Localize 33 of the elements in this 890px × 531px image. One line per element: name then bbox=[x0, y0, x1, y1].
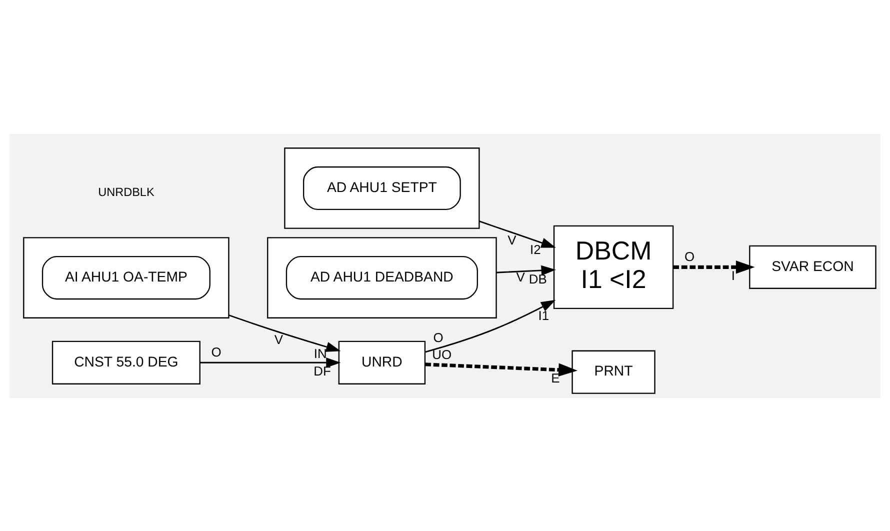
node-label: IN bbox=[314, 346, 327, 361]
cluster bbox=[284, 147, 480, 228]
node-box: AD AHU1 DEADBAND bbox=[286, 255, 478, 300]
arrow bbox=[228, 314, 341, 352]
arrow bbox=[496, 264, 556, 276]
node-label: O bbox=[684, 248, 695, 264]
cluster bbox=[267, 236, 497, 318]
node-box: AI AHU1 OA-TEMP bbox=[42, 255, 210, 300]
node-label: DF bbox=[314, 362, 331, 378]
node-label: V bbox=[508, 232, 516, 248]
node-label: V bbox=[274, 331, 283, 346]
cluster bbox=[23, 236, 230, 318]
label: UNRDBLK bbox=[98, 185, 154, 198]
arrow bbox=[673, 260, 755, 274]
node-box: DBCM I1 <I2 bbox=[553, 224, 674, 309]
node-label: DB bbox=[528, 270, 547, 286]
node-label: E bbox=[551, 370, 560, 385]
arrow bbox=[425, 362, 578, 376]
node-box: SVAR ECON bbox=[749, 244, 876, 288]
node-label: UO bbox=[432, 346, 452, 362]
node-label: V bbox=[516, 269, 525, 284]
arrow bbox=[424, 299, 556, 352]
node-label: I1 bbox=[538, 308, 550, 323]
node-box: PRNT bbox=[572, 350, 656, 394]
arrow bbox=[200, 357, 341, 368]
node-label: O bbox=[211, 344, 222, 360]
node-box: AD AHU1 SETPT bbox=[302, 166, 461, 210]
node-label: I bbox=[731, 267, 735, 282]
node-label: O bbox=[433, 329, 444, 344]
node-box: CNST 55.0 DEG bbox=[52, 340, 200, 384]
node-label: I2 bbox=[530, 241, 541, 256]
arrow bbox=[478, 220, 556, 248]
node-box: UNRD bbox=[338, 340, 426, 384]
